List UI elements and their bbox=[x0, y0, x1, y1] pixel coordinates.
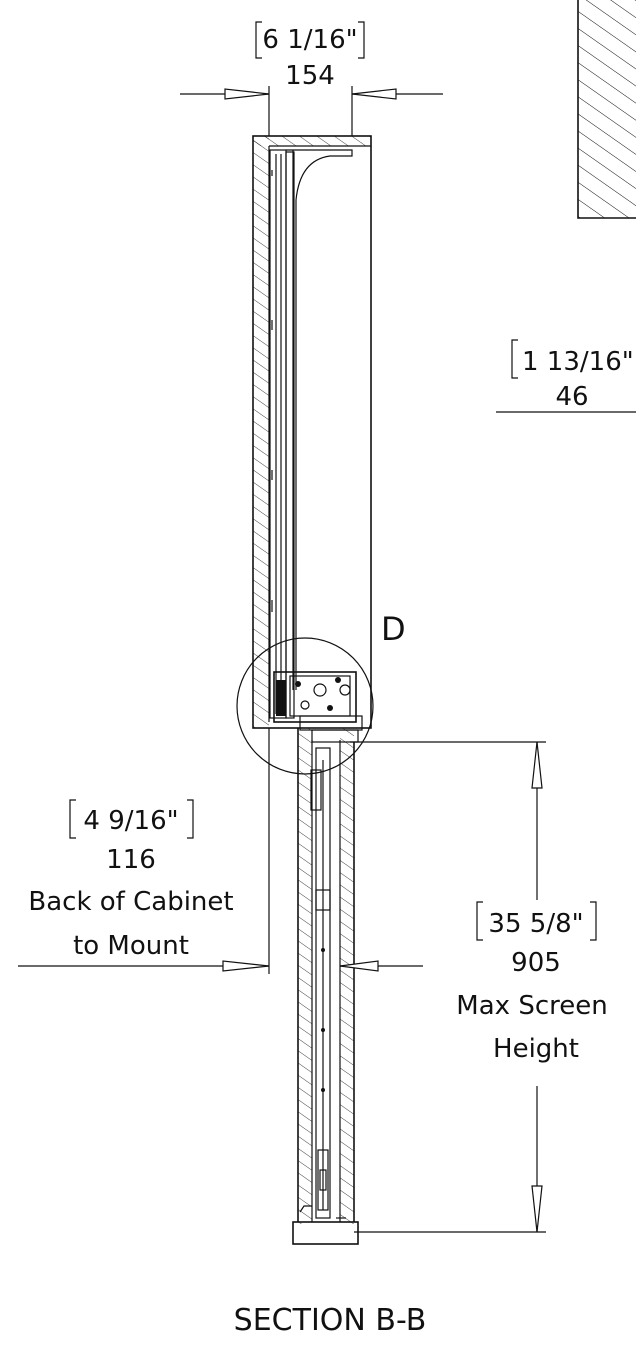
section-title: SECTION B-B bbox=[234, 1303, 427, 1338]
dimension-back-to-mount bbox=[18, 799, 423, 972]
upper-cabinet bbox=[252, 135, 372, 729]
dimension-side-offset bbox=[496, 339, 636, 413]
dimension-top-width bbox=[180, 21, 443, 100]
back-to-mount-metric: 116 bbox=[106, 845, 156, 875]
screen-height-metric: 905 bbox=[511, 948, 561, 978]
back-to-mount-caption-1: Back of Cabinet bbox=[28, 887, 233, 917]
screen-height-caption-2: Height bbox=[493, 1034, 579, 1064]
wall-section bbox=[577, 0, 636, 219]
back-to-mount-caption-2: to Mount bbox=[73, 931, 189, 961]
screen-height-imperial: 35 5/8" bbox=[488, 909, 583, 939]
top-width-imperial: 6 1/16" bbox=[262, 25, 357, 55]
lower-enclosure bbox=[292, 728, 359, 1245]
side-offset-imperial: 1 13/16" bbox=[522, 347, 634, 377]
detail-label: D bbox=[381, 610, 406, 648]
lift-mechanism bbox=[273, 671, 363, 743]
dimension-screen-height bbox=[350, 741, 597, 1233]
top-width-metric: 154 bbox=[285, 61, 335, 91]
screen-height-caption-1: Max Screen bbox=[456, 991, 607, 1021]
side-offset-metric: 46 bbox=[555, 382, 588, 412]
back-to-mount-imperial: 4 9/16" bbox=[83, 806, 178, 836]
